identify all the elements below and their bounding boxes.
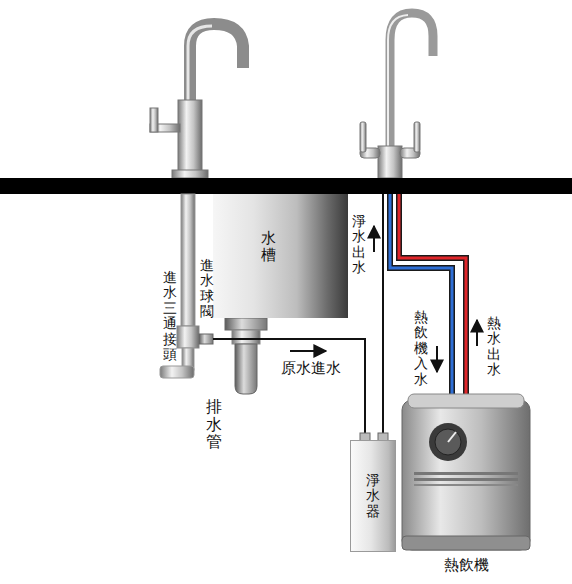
left-faucet-part [178,100,202,172]
inlet-tee-part [177,326,199,348]
flow-arrows-part [436,346,438,372]
raw-water-line [213,339,365,434]
flow-label: 熱飲機入水 [414,310,428,387]
drain-pipe-part [235,344,257,394]
flow-arrows-part [290,350,326,352]
heater-base [402,536,530,550]
right-faucet-part [388,15,408,148]
heater-tubes-part [399,194,466,394]
right-faucet-part [414,122,420,152]
filter-box: 淨水器 [350,440,396,552]
left-faucet-part [172,170,208,178]
heater-dial-knob [435,429,461,455]
countertop [0,178,572,194]
purified-water-line [382,194,384,434]
drain-pipe-part [225,318,267,330]
part-label: 進水球閥 [200,258,214,320]
right-faucet-part [378,146,402,178]
sink-box: 水槽 [213,194,348,318]
heater-dial [429,423,467,461]
heater-illustration [398,392,534,552]
drain-pipe [225,318,267,394]
left-faucet [150,24,243,178]
node-label: 水槽 [261,194,276,263]
drain-pipe-part [232,330,260,344]
heater-body [402,400,530,550]
flow-label: 熱水出水 [487,316,501,378]
right-faucet [360,13,433,178]
left-faucet-part [188,26,212,112]
heater-lid [408,394,524,408]
inlet-tee [160,194,213,378]
heater-plate-line [414,472,518,475]
inlet-tee-part [199,334,213,344]
heater-unit: 熱飲機 [398,392,534,578]
right-faucet-part [360,122,366,152]
heater-tubes-part [399,194,466,394]
heater-plate-line [414,484,518,486]
node-label: 熱飲機 [398,392,534,575]
heater-plate-line [414,478,518,481]
flow-label: 原水進水 [281,359,341,378]
left-faucet-part [150,108,158,132]
part-label: 排水管 [206,398,222,451]
inlet-tee-part [160,366,194,378]
heater-tubes [390,194,466,394]
part-label: 進水三通接頭 [163,270,177,362]
node-label: 淨水器 [366,473,380,519]
dial-pointer [448,432,456,442]
flow-arrows-part [476,320,478,346]
flow-label: 淨水出水 [352,214,366,276]
inlet-tee-part [181,194,195,326]
left-faucet-part [190,24,243,112]
right-faucet-part [390,13,433,150]
flow-arrows-part [373,226,375,252]
